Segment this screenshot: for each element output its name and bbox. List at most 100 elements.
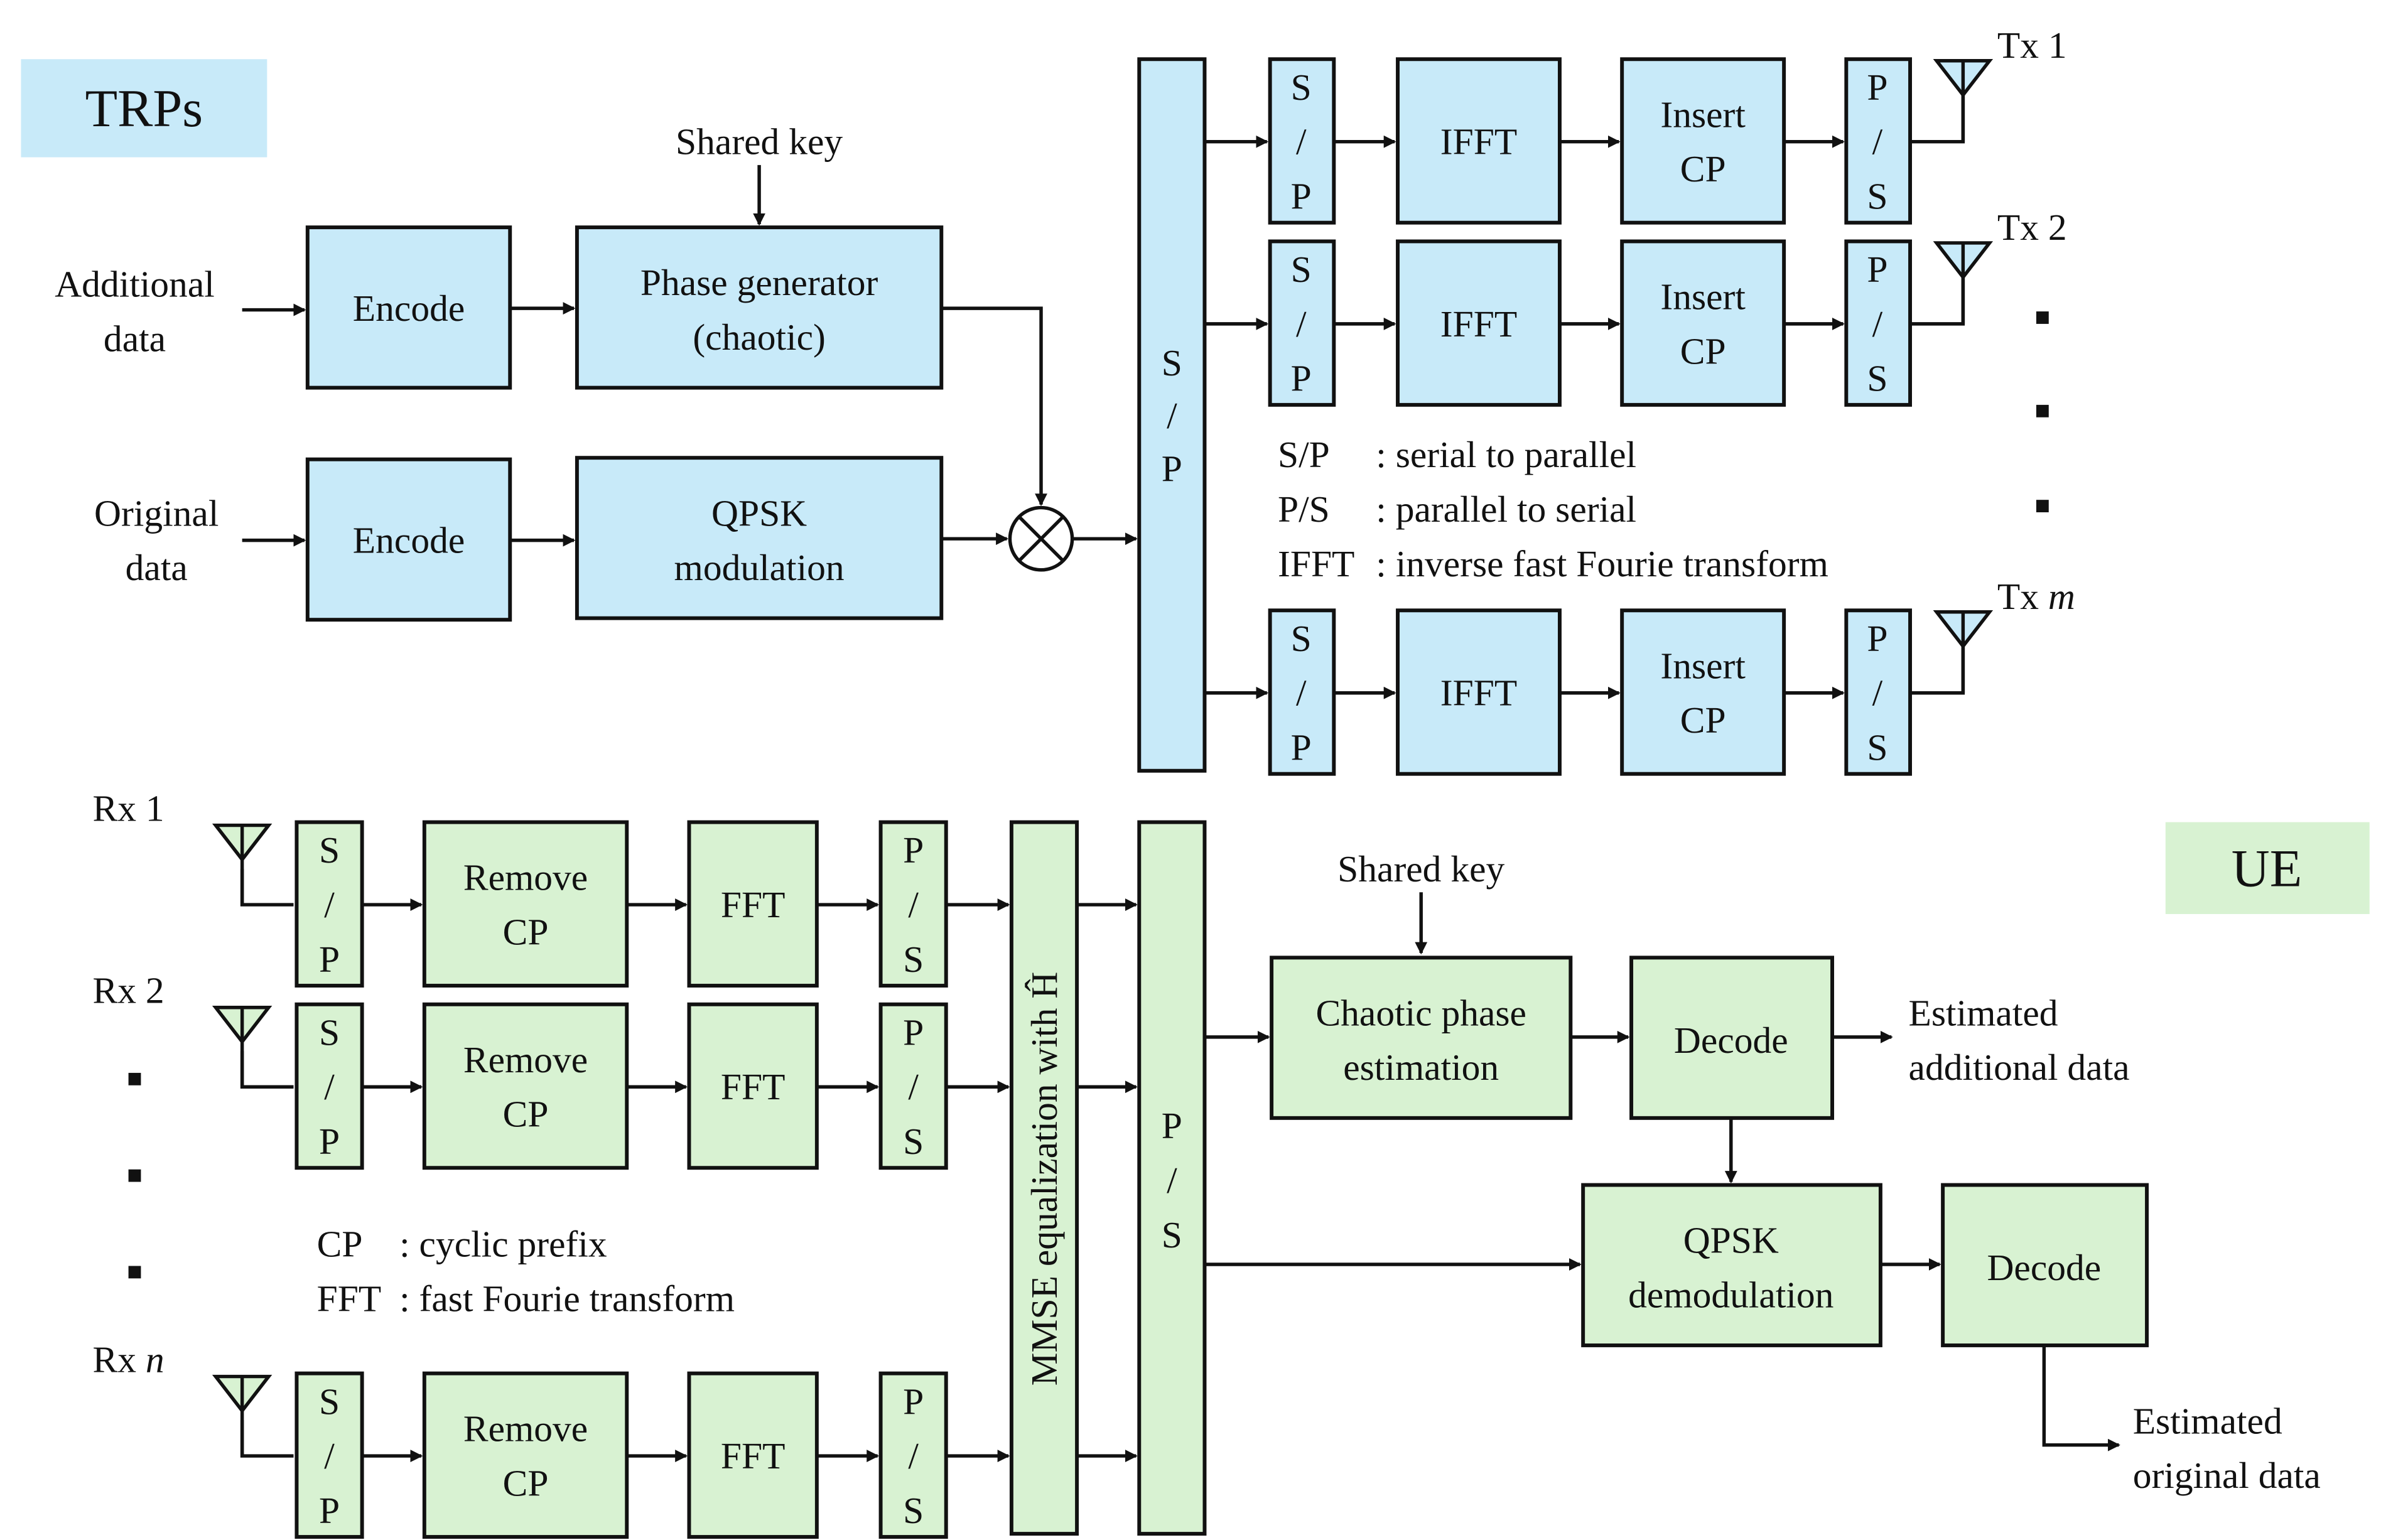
multiplier-symbol bbox=[1008, 505, 1074, 572]
rx3-fft-label: FFT bbox=[721, 1435, 786, 1477]
qpsk-modulation-label-line-2: modulation bbox=[674, 547, 845, 588]
rx2-remove-cp-label-line-1: Remove bbox=[463, 1039, 588, 1080]
decode2-output-arrow bbox=[2042, 1345, 2120, 1451]
decode-block-2 bbox=[1941, 1183, 2149, 1347]
estimated-additional-data-label-line-1: Estimated bbox=[1909, 992, 2058, 1033]
trp-legend-desc-2: : parallel to serial bbox=[1376, 488, 1636, 530]
trp-legend-abbr-2: P/S bbox=[1278, 488, 1330, 530]
tx3-sp-label-line-3: P bbox=[1291, 727, 1312, 768]
tx3-antenna-label-prefix: Tx bbox=[1997, 576, 2048, 617]
rx3-antenna-label-prefix: Rx bbox=[93, 1338, 146, 1380]
tx2-insert-cp-block bbox=[1620, 239, 1786, 407]
tx3-ifft-label: IFFT bbox=[1440, 672, 1517, 714]
tx3-sp-block bbox=[1268, 608, 1336, 776]
tx1-ifft-label: IFFT bbox=[1440, 121, 1517, 163]
chaotic-phase-estimation-label-line-2: estimation bbox=[1343, 1047, 1499, 1088]
rx1-fft-block bbox=[687, 820, 819, 988]
tx3-ps-label-line-2: / bbox=[1872, 672, 1883, 714]
rx2-fft-block bbox=[687, 1002, 819, 1170]
rx1-ps-label-line-3: S bbox=[903, 939, 924, 980]
rx1-sp-label-line-3: P bbox=[319, 939, 340, 980]
decode-label-2: Decode bbox=[1987, 1247, 2101, 1288]
rx3-antenna-feed bbox=[240, 1420, 294, 1458]
tx3-ps-label-line-1: P bbox=[1867, 618, 1887, 659]
tx2-ifft-block bbox=[1396, 239, 1562, 407]
rx2-ps-block bbox=[878, 1002, 948, 1170]
qpsk-demodulation-label-line-1: QPSK bbox=[1683, 1220, 1779, 1261]
additional-data-label-line-1: Additional bbox=[55, 264, 215, 305]
tx3-antenna-label-index: m bbox=[2048, 576, 2075, 617]
tx3-antenna-label: Tx m bbox=[1997, 576, 2075, 617]
tx1-antenna-label: Tx 1 bbox=[1997, 24, 2067, 66]
ue-shared-key-label: Shared key bbox=[1337, 848, 1504, 890]
rx3-remove-cp-label-line-2: CP bbox=[503, 1462, 549, 1504]
chaotic-phase-estimation-label-line-1: Chaotic phase bbox=[1315, 992, 1526, 1033]
estimated-additional-data-label-line-2: additional data bbox=[1909, 1047, 2130, 1088]
tx1-ps-label-line-1: P bbox=[1867, 67, 1887, 108]
phase-to-mixer-arrow bbox=[941, 306, 1047, 507]
rx-ellipsis-dot-3 bbox=[128, 1266, 141, 1279]
encode-label-1: Encode bbox=[353, 288, 465, 329]
rx3-sp-label-line-1: S bbox=[319, 1381, 340, 1422]
tx3-ps-label-line-3: S bbox=[1867, 727, 1887, 768]
rx2-fft-label: FFT bbox=[721, 1066, 786, 1107]
rx1-ps-label-line-1: P bbox=[903, 829, 924, 871]
rx2-sp-block bbox=[294, 1002, 364, 1170]
ue-ps-converter-label-line-2: / bbox=[1167, 1160, 1177, 1201]
tx2-antenna-icon bbox=[1933, 241, 1994, 324]
ue-ps-converter-block bbox=[1137, 820, 1207, 1536]
trp-legend-desc-1: : serial to parallel bbox=[1376, 434, 1636, 475]
tx1-sp-label-line-3: P bbox=[1291, 176, 1312, 217]
tx1-antenna-feed bbox=[1910, 79, 1965, 144]
rx2-sp-label-line-2: / bbox=[324, 1066, 335, 1107]
trp-legend-desc-3: : inverse fast Fourie transform bbox=[1376, 543, 1828, 584]
decode-label-1: Decode bbox=[1674, 1020, 1788, 1061]
rx1-sp-block bbox=[294, 820, 364, 988]
rx2-antenna-icon bbox=[212, 1006, 273, 1089]
rx3-remove-cp-block bbox=[422, 1371, 629, 1539]
ue-ps-converter-label-line-3: S bbox=[1162, 1214, 1182, 1256]
tx2-insert-cp-label-line-1: Insert bbox=[1660, 276, 1746, 317]
decode-block-1 bbox=[1629, 956, 1834, 1120]
trp-legend-abbr-1: S/P bbox=[1278, 434, 1330, 475]
tx3-antenna-icon bbox=[1933, 610, 1994, 693]
rx3-ps-label-line-1: P bbox=[903, 1381, 924, 1422]
tx2-ps-label-line-3: S bbox=[1867, 358, 1887, 399]
tx3-sp-label-line-2: / bbox=[1296, 672, 1307, 714]
rx-ellipsis-dot-1 bbox=[128, 1072, 141, 1085]
tx3-antenna-feed bbox=[1910, 630, 1965, 695]
rx1-antenna-icon bbox=[212, 823, 273, 907]
rx3-antenna-label-index: n bbox=[146, 1338, 165, 1380]
tx1-insert-cp-label-line-1: Insert bbox=[1660, 94, 1746, 135]
tx-ellipsis-dot-2 bbox=[2036, 404, 2049, 417]
tx1-ps-label-line-2: / bbox=[1872, 121, 1883, 163]
mmse-equalizer-label: MMSE equalization with Ĥ bbox=[1023, 972, 1065, 1386]
phase-generator-label-line-1: Phase generator bbox=[640, 262, 878, 303]
qpsk-modulation-block bbox=[575, 456, 944, 620]
tx2-ps-label-line-1: P bbox=[1867, 249, 1887, 290]
phase-generator-block bbox=[575, 225, 944, 390]
trp-shared-key-label: Shared key bbox=[676, 121, 843, 163]
tx1-ifft-block bbox=[1396, 57, 1562, 225]
rx2-remove-cp-label-line-2: CP bbox=[503, 1094, 549, 1135]
original-data-label-line-1: Original bbox=[94, 492, 219, 534]
tx1-antenna-icon bbox=[1933, 59, 1994, 142]
tx-ellipsis-dot-3 bbox=[2036, 500, 2049, 513]
trp-legend-abbr-3: IFFT bbox=[1278, 543, 1354, 584]
rx2-ps-label-line-1: P bbox=[903, 1011, 924, 1053]
original-data-label-line-2: data bbox=[126, 547, 188, 588]
rx3-remove-cp-label-line-1: Remove bbox=[463, 1408, 588, 1450]
trp-sp-converter-block bbox=[1137, 57, 1207, 773]
rx2-remove-cp-block bbox=[422, 1002, 629, 1170]
tx2-ps-label-line-2: / bbox=[1872, 303, 1883, 345]
rx2-ps-label-line-3: S bbox=[903, 1121, 924, 1162]
tx2-insert-cp-label-line-2: CP bbox=[1680, 330, 1726, 372]
tx3-insert-cp-block bbox=[1620, 608, 1786, 776]
rx2-antenna-label: Rx 2 bbox=[93, 969, 165, 1011]
tx2-sp-label-line-2: / bbox=[1296, 303, 1307, 345]
rx1-remove-cp-label-line-1: Remove bbox=[463, 857, 588, 898]
rx3-sp-block bbox=[294, 1371, 364, 1539]
rx1-sp-label-line-2: / bbox=[324, 884, 335, 925]
tx2-ps-block bbox=[1844, 239, 1913, 407]
ue-legend-abbr-1: CP bbox=[317, 1224, 363, 1265]
